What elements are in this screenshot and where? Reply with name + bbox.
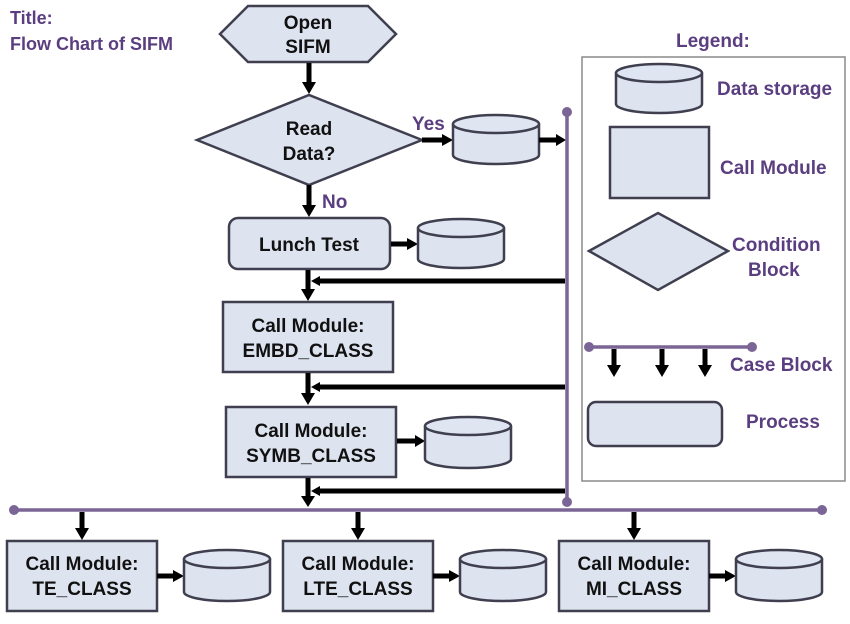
start-node: Open SIFM <box>218 4 398 64</box>
arrow-start-to-decision <box>302 63 316 94</box>
module-te-class: Call Module: TE_CLASS <box>5 539 159 613</box>
legend-heading: Legend: <box>676 31 750 52</box>
arrow-storage-to-bus <box>539 134 566 146</box>
storage-read-data <box>451 113 541 166</box>
symb-line1: Call Module: <box>255 421 368 442</box>
decision-line2: Data? <box>283 144 336 165</box>
module-symb-class: Call Module: SYMB_CLASS <box>224 405 398 479</box>
storage-te <box>182 548 272 603</box>
legend-condition-block-icon <box>586 211 731 292</box>
legend-call-module-label: Call Module <box>720 158 827 179</box>
arrow-embd-to-symb <box>301 373 565 405</box>
decision-node: Read Data? <box>193 93 426 187</box>
module-lte-class: Call Module: LTE_CLASS <box>281 539 435 613</box>
case-arrow-te <box>75 512 89 540</box>
title-label: Title: <box>10 8 53 28</box>
case-bus-horizontal <box>9 505 827 515</box>
arrow-mi-to-storage <box>709 570 736 582</box>
storage-symb <box>423 415 513 470</box>
module-embd-class: Call Module: EMBD_CLASS <box>221 300 395 374</box>
case-arrow-mi <box>627 512 641 540</box>
storage-lte <box>458 548 548 603</box>
process-lunch-test: Lunch Test <box>227 216 392 271</box>
legend-condition-label-line2: Block <box>748 260 800 281</box>
start-line1: Open <box>284 13 333 34</box>
legend-process-icon <box>586 400 724 448</box>
storage-lunch-test <box>416 217 506 270</box>
arrow-no <box>302 185 316 217</box>
title-text: Flow Chart of SIFM <box>10 34 173 54</box>
storage-mi <box>734 548 824 603</box>
legend-case-block-icon <box>584 342 757 377</box>
arrow-lunch-to-embd <box>301 270 565 301</box>
start-line2: SIFM <box>285 37 330 58</box>
arrow-yes <box>422 134 453 146</box>
legend-condition-label-line1: Condition <box>732 235 821 256</box>
mi-line2: MI_CLASS <box>586 579 682 600</box>
te-line1: Call Module: <box>26 554 139 575</box>
arrow-symb-to-storage <box>397 435 425 447</box>
arrow-te-to-storage <box>157 570 184 582</box>
legend-process-label: Process <box>746 412 820 433</box>
lte-line1: Call Module: <box>302 554 415 575</box>
arrow-lte-to-storage <box>433 570 460 582</box>
yes-label: Yes <box>412 114 445 135</box>
module-mi-class: Call Module: MI_CLASS <box>557 539 711 613</box>
te-line2: TE_CLASS <box>32 579 131 600</box>
legend-case-block-label: Case Block <box>730 355 833 376</box>
lunch-test-label: Lunch Test <box>259 235 360 256</box>
legend-call-module-icon <box>608 125 711 200</box>
arrow-symb-to-bus <box>301 478 565 507</box>
case-arrow-lte <box>351 512 365 540</box>
mi-line1: Call Module: <box>578 554 691 575</box>
no-label: No <box>322 192 347 213</box>
legend-data-storage-label: Data storage <box>717 79 832 100</box>
lte-line2: LTE_CLASS <box>303 579 412 600</box>
decision-line1: Read <box>286 119 332 140</box>
symb-line2: SYMB_CLASS <box>246 446 376 467</box>
embd-line1: Call Module: <box>252 316 365 337</box>
legend-data-storage-icon <box>614 62 704 115</box>
case-bus-vertical <box>562 107 572 507</box>
arrow-lunch-to-storage <box>391 238 418 250</box>
embd-line2: EMBD_CLASS <box>243 341 374 362</box>
